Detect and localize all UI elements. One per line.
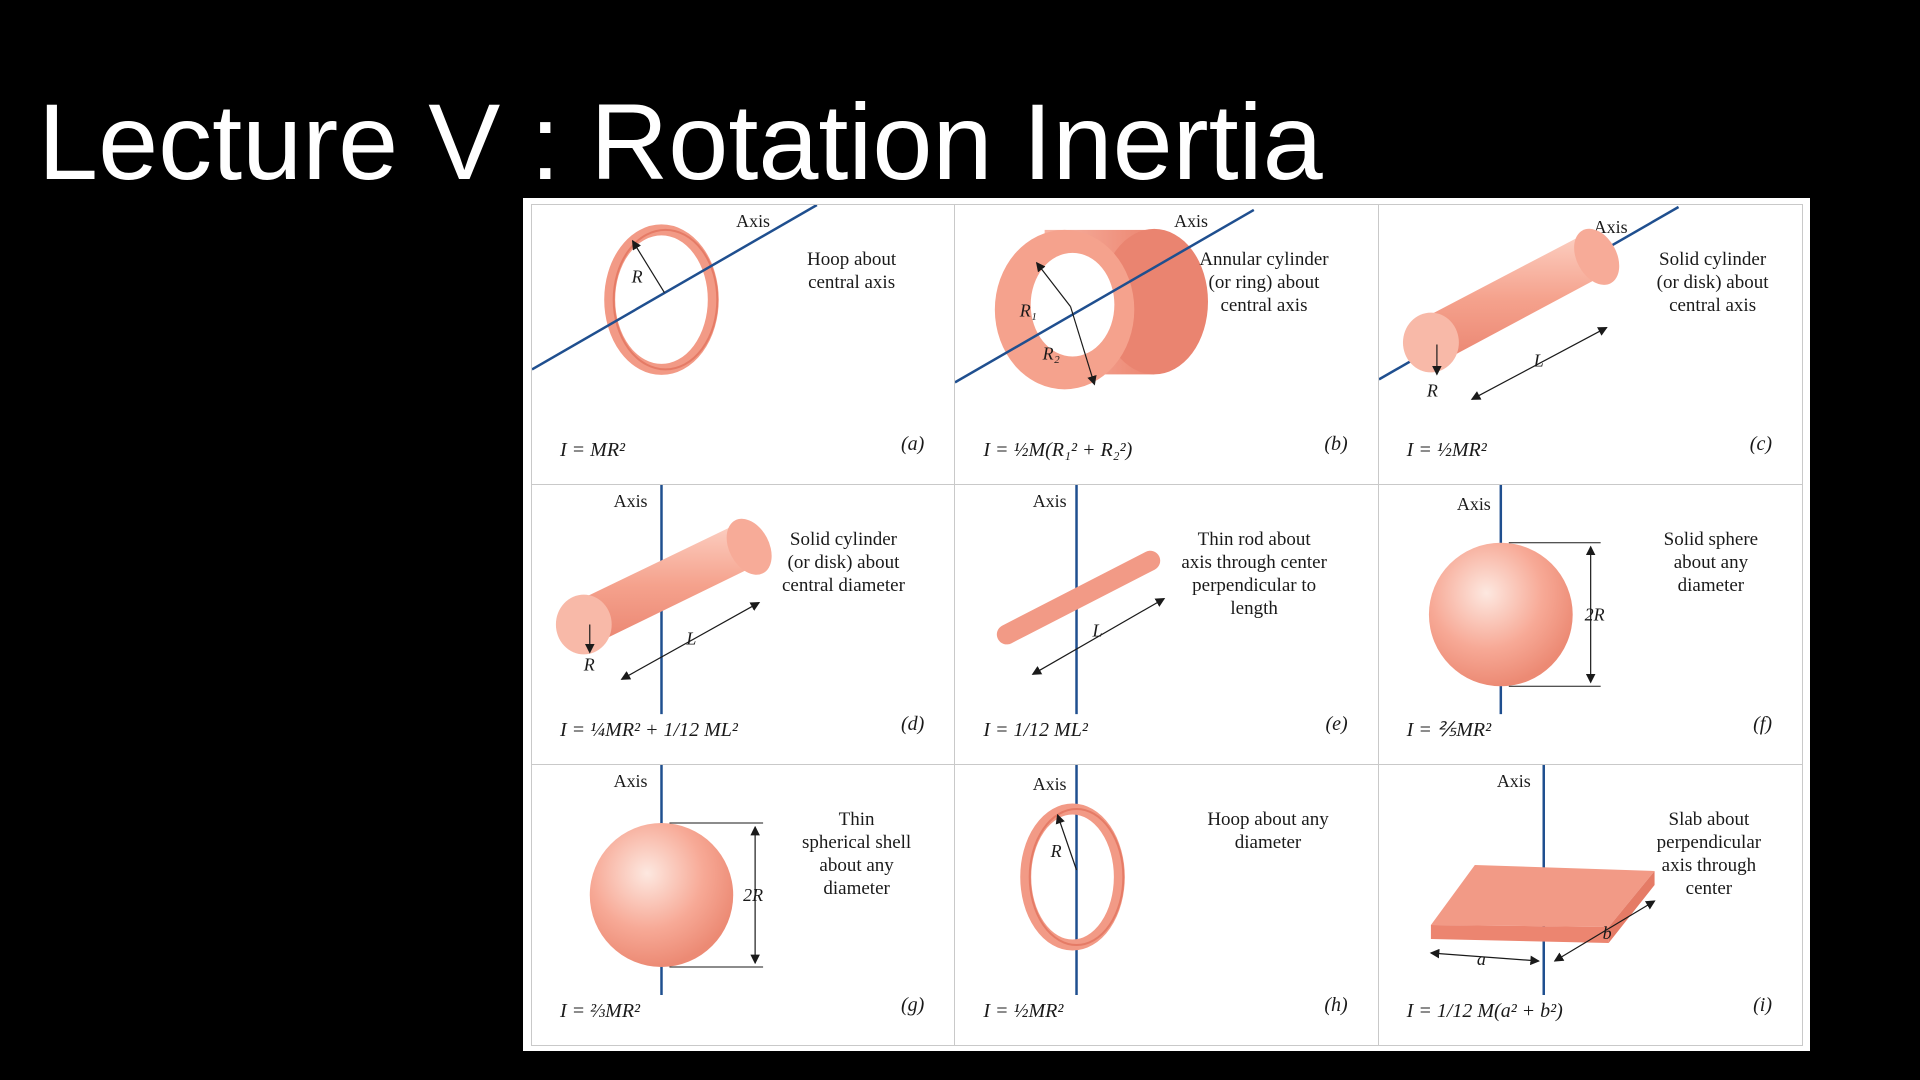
inertia-grid: Axis R Hoop about central axis I = MR² (…: [531, 204, 1803, 1046]
panel-letter: (e): [1325, 713, 1348, 735]
cell-solid-sphere: Axis 2R Solid sphere about any diameter …: [1378, 485, 1802, 765]
panel-letter: (f): [1753, 713, 1772, 735]
panel-letter: (g): [901, 994, 925, 1016]
r2-label: R₂: [1042, 343, 1060, 363]
description: Solid cylinder (or disk) about central a…: [1656, 249, 1769, 316]
axis-label: Axis: [1496, 771, 1530, 791]
rod-shape: [997, 550, 1161, 645]
axis-label: Axis: [1593, 217, 1627, 237]
diameter-label: 2R: [1584, 605, 1604, 625]
cylinder-end: [1573, 228, 1619, 285]
diameter-label: 2R: [743, 885, 763, 905]
radius-arrow: [1056, 813, 1078, 871]
panel-letter: (i): [1753, 994, 1772, 1016]
formula: I = ⅖MR²: [1406, 719, 1492, 741]
slab-illustration: Axis a b: [1429, 765, 1656, 995]
length-label: L: [685, 628, 696, 648]
hoop-edge: [1029, 808, 1125, 946]
slab-front: [1430, 925, 1609, 943]
description: Solid cylinder (or disk) about central d…: [782, 529, 905, 596]
cylinder-face: [1402, 312, 1459, 373]
formula: I = ¼MR² + 1/12 ML²: [560, 719, 738, 741]
cylinder-body: [1420, 232, 1601, 365]
axis-label: Axis: [614, 491, 648, 511]
solid-cylinder-illustration: Axis R L: [1378, 205, 1679, 400]
formula: I = ½MR²: [1406, 439, 1487, 461]
depth-arrow: [1553, 900, 1656, 962]
radius-arrow: [631, 239, 665, 293]
spherical-shell-illustration: Axis 2R: [589, 765, 763, 995]
panel-letter: (h): [1324, 994, 1348, 1016]
solid-sphere-illustration: Axis 2R: [1428, 485, 1604, 715]
outer-radius-arrow: [1070, 306, 1097, 386]
radius-label: R: [631, 267, 643, 287]
axis-label: Axis: [1457, 494, 1491, 514]
hoop-illustration: Axis R: [532, 205, 818, 375]
annular-cylinder-illustration: Axis R₁ R₂: [955, 208, 1255, 390]
panel-letter: (a): [901, 433, 925, 455]
slide-title: Lecture V : Rotation Inertia: [38, 81, 1323, 202]
cell-annular-cylinder: Axis R₁ R₂ Annular cylinder (or ring) ab…: [955, 205, 1379, 485]
radius-label: R: [1426, 380, 1438, 400]
length-label: L: [1092, 620, 1103, 640]
rotational-inertia-figure: Axis R Hoop about central axis I = MR² (…: [523, 198, 1810, 1051]
formula: I = 1/12 M(a² + b²): [1406, 1000, 1563, 1022]
radius-label: R: [583, 654, 595, 674]
description: Thin rod about axis through center perpe…: [1181, 529, 1327, 619]
formula: I = 1/12 ML²: [983, 719, 1088, 741]
length-arrow: [1031, 597, 1166, 675]
axis-label: Axis: [736, 211, 770, 231]
formula: I = MR²: [560, 439, 626, 461]
hoop-edge: [612, 228, 719, 371]
radius-label: R: [1050, 841, 1062, 861]
shell-shape: [589, 823, 734, 967]
cell-solid-cylinder-central-axis: Axis R L Solid cylinder (or disk) about …: [1378, 205, 1802, 485]
inner-radius-arrow: [1036, 261, 1072, 308]
length-arrow: [620, 601, 761, 680]
axis-label: Axis: [614, 771, 648, 791]
formula: I = ½M(R₁² + R₂²): [983, 439, 1133, 461]
description: Slab about perpendicular axis through ce…: [1656, 809, 1762, 899]
hoop-shape: [604, 224, 719, 375]
description: Hoop about central axis: [807, 249, 897, 293]
description: Solid sphere about any diameter: [1663, 529, 1759, 596]
b-label: b: [1602, 923, 1611, 943]
panel-letter: (b): [1324, 433, 1348, 455]
panel-letter: (c): [1749, 433, 1772, 455]
cylinder-face: [555, 594, 612, 655]
cylinder-diameter-illustration: Axis R L: [555, 485, 772, 715]
width-arrow: [1429, 948, 1540, 966]
axis-label: Axis: [1033, 491, 1067, 511]
axis-line: [532, 205, 818, 371]
length-label: L: [1532, 350, 1543, 370]
hoop-shape: [1020, 803, 1126, 951]
r1-label: R₁: [1019, 301, 1037, 321]
formula: I = ½MR²: [983, 1000, 1064, 1022]
formula: I = ⅔MR²: [560, 1000, 641, 1022]
cell-spherical-shell: Axis 2R Thin spherical shell about any d…: [532, 765, 956, 1045]
cell-hoop-central-axis: Axis R Hoop about central axis I = MR² (…: [532, 205, 956, 485]
length-arrow: [1470, 326, 1608, 400]
description: Thin spherical shell about any diameter: [802, 809, 912, 899]
cell-slab: Axis a b Slab about perpendicular axis t…: [1379, 765, 1802, 1045]
inner-hole: [1031, 252, 1115, 357]
cylinder-body: [573, 522, 754, 647]
cell-thin-rod: Axis L Thin rod about axis through cente…: [955, 485, 1379, 765]
hoop-diameter-illustration: Axis R: [1020, 765, 1126, 995]
sphere-shape: [1428, 542, 1573, 687]
axis-line: [955, 208, 1255, 384]
description: Annular cylinder (or ring) about central…: [1199, 249, 1329, 316]
cylinder-end: [726, 518, 772, 575]
axis-label-b: Axis: [1174, 211, 1208, 231]
description: Hoop about any diameter: [1207, 809, 1329, 853]
a-label: a: [1477, 949, 1486, 969]
axis-label: Axis: [1033, 774, 1067, 794]
panel-letter: (d): [901, 713, 925, 735]
cell-hoop-diameter: Axis R Hoop about any diameter I = ½MR² …: [955, 765, 1379, 1045]
thin-rod-illustration: Axis L: [997, 485, 1166, 715]
cell-solid-cylinder-diameter: Axis R L Solid cylinder (or disk) about …: [532, 485, 956, 765]
